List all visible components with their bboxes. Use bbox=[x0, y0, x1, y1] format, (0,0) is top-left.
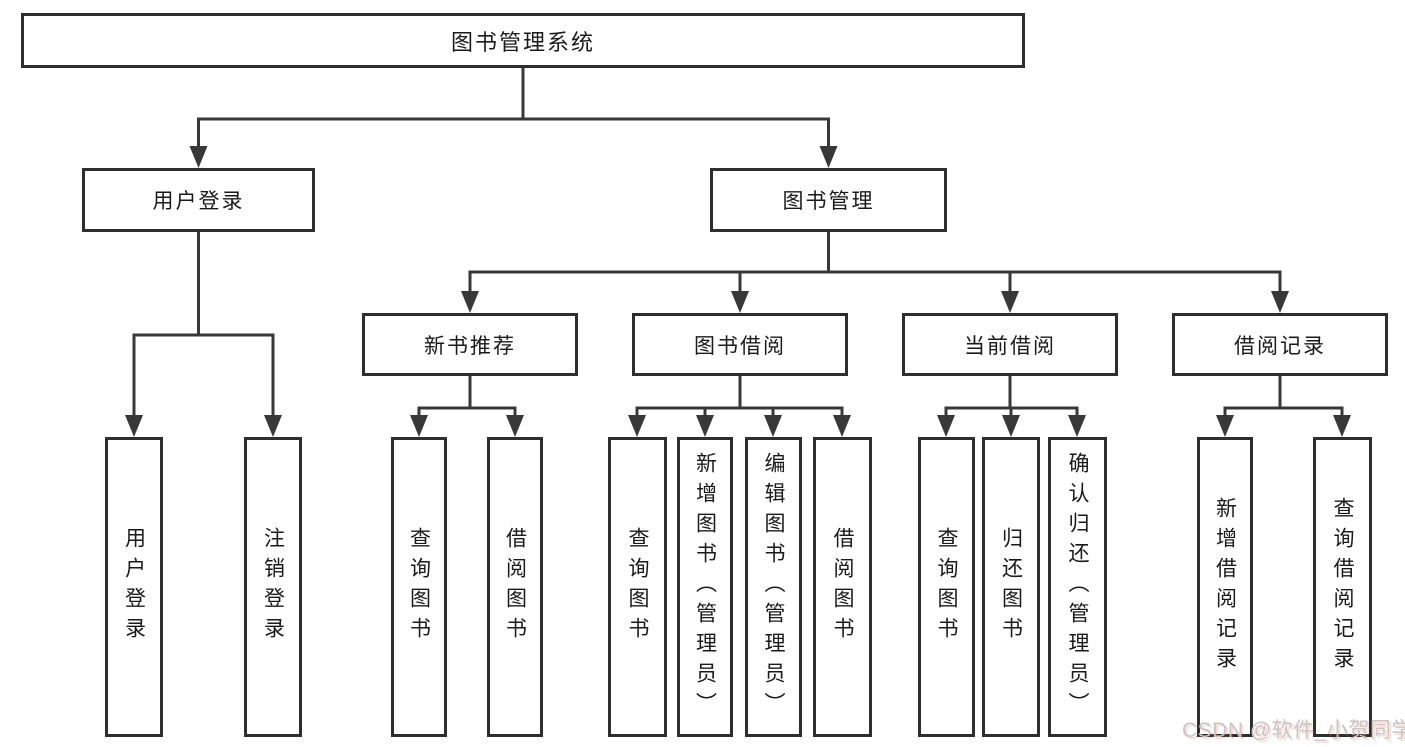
csdn-watermark: CSDN @软件_小贺同学 bbox=[1182, 719, 1405, 742]
node-borrow-books-action: 借阅图书 bbox=[813, 437, 872, 737]
node-borrow-books-recommend-label: 借阅图书 bbox=[503, 527, 527, 647]
node-confirm-return-admin: 确认归还（管理员） bbox=[1048, 437, 1107, 737]
node-book-management-label: 图书管理 bbox=[782, 190, 875, 213]
node-new-book-recommend: 新书推荐 bbox=[362, 313, 578, 376]
node-query-borrow-record: 查询借阅记录 bbox=[1313, 437, 1372, 737]
node-root-label: 图书管理系统 bbox=[450, 29, 595, 55]
node-query-books-borrow-label: 查询图书 bbox=[626, 527, 649, 647]
node-borrow-books-action-label: 借阅图书 bbox=[831, 527, 854, 647]
node-query-books-recommend-label: 查询图书 bbox=[407, 527, 431, 647]
node-current-borrow: 当前借阅 bbox=[902, 313, 1118, 376]
node-book-management: 图书管理 bbox=[710, 168, 947, 232]
node-return-books: 归还图书 bbox=[982, 437, 1040, 737]
node-borrow-books-recommend: 借阅图书 bbox=[487, 437, 543, 737]
node-user-login-action-label: 用户登录 bbox=[122, 527, 146, 647]
node-user-login-action: 用户登录 bbox=[105, 437, 163, 737]
node-current-borrow-label: 当前借阅 bbox=[964, 334, 1056, 358]
node-query-books-recommend: 查询图书 bbox=[391, 437, 447, 737]
node-new-book-recommend-label: 新书推荐 bbox=[424, 334, 516, 358]
node-user-login: 用户登录 bbox=[82, 168, 315, 232]
node-query-books-current: 查询图书 bbox=[918, 437, 975, 737]
node-return-books-label: 归还图书 bbox=[999, 527, 1023, 647]
node-add-borrow-record: 新增借阅记录 bbox=[1197, 437, 1253, 737]
node-logout-action-label: 注销登录 bbox=[261, 527, 285, 647]
node-add-books-admin-label: 新增图书（管理员） bbox=[693, 452, 717, 722]
node-borrow-records-label: 借阅记录 bbox=[1234, 334, 1326, 358]
node-edit-books-admin: 编辑图书（管理员） bbox=[745, 437, 802, 737]
node-query-borrow-record-label: 查询借阅记录 bbox=[1331, 497, 1354, 677]
node-book-borrow-label: 图书借阅 bbox=[694, 334, 786, 358]
node-user-login-label: 用户登录 bbox=[152, 190, 245, 213]
node-query-books-current-label: 查询图书 bbox=[935, 527, 958, 647]
node-logout-action: 注销登录 bbox=[244, 437, 302, 737]
node-add-books-admin: 新增图书（管理员） bbox=[677, 437, 733, 737]
node-root: 图书管理系统 bbox=[21, 13, 1025, 68]
node-borrow-records: 借阅记录 bbox=[1172, 313, 1388, 376]
node-add-borrow-record-label: 新增借阅记录 bbox=[1213, 497, 1237, 677]
arrowheads bbox=[125, 146, 1351, 437]
node-confirm-return-admin-label: 确认归还（管理员） bbox=[1066, 452, 1089, 722]
node-book-borrow: 图书借阅 bbox=[632, 313, 848, 376]
node-edit-books-admin-label: 编辑图书（管理员） bbox=[762, 452, 785, 722]
node-query-books-borrow: 查询图书 bbox=[608, 437, 667, 737]
